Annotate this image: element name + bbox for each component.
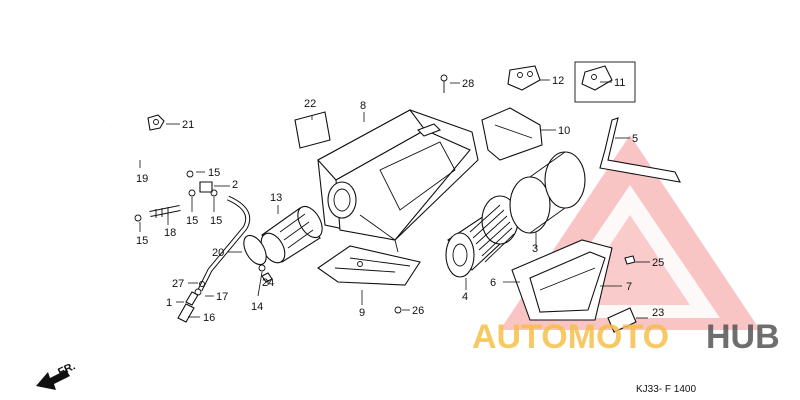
watermark-text-part2: HUB [706,318,780,356]
callout-17: 17 [216,291,228,303]
screw-28 [440,74,448,93]
watermark-text: AUTOMOTO HUB [472,318,780,356]
arrow-icon [36,370,70,390]
duct-10 [481,107,543,161]
clip-24 [261,272,273,283]
air-cleaner-case-8 [317,109,479,253]
callout-25: 25 [652,257,664,269]
case-base-9 [317,245,421,286]
callout-10: 10 [558,125,570,137]
callout-21: 21 [182,119,194,131]
drain-hose-20 [197,195,251,292]
callout-labels: 21 19 15 2 15 15 15 18 20 27 17 1 16 13 … [136,75,664,324]
filter-element-4 [445,195,519,278]
callout-15-b: 15 [186,215,198,227]
callout-3: 3 [532,243,538,255]
callout-26: 26 [412,305,424,317]
holder-12 [507,65,541,91]
callout-11: 11 [614,77,625,89]
callout-8: 8 [360,100,366,112]
callout-6: 6 [490,277,496,289]
callout-18: 18 [164,227,176,239]
callout-15-c: 15 [210,215,222,227]
callout-15-d: 15 [136,235,148,247]
front-direction-arrow: FR. [36,360,77,390]
clips-15 [134,170,218,222]
clip-21 [147,114,165,131]
callout-28: 28 [462,78,474,90]
callout-12: 12 [552,75,564,87]
callout-19: 19 [136,173,148,185]
leader-lines [139,79,650,319]
bracket-5 [599,117,681,183]
breather-hose-19 [103,116,186,174]
callout-2: 2 [232,179,238,191]
callout-13: 13 [270,192,282,204]
callout-7: 7 [626,281,632,293]
tube-18 [149,205,181,218]
sponge-3 [509,151,586,234]
cover-6 [511,239,613,321]
diagram-code: KJ33- F 1400 [636,384,696,395]
callout-14: 14 [251,301,263,313]
callout-24: 24 [262,277,274,289]
callout-5: 5 [632,133,638,145]
joint-2 [187,181,229,193]
drain-plug-16 [177,281,205,323]
watermark-text-part1: AUTOMOTO [472,318,669,356]
callout-22: 22 [304,98,316,110]
callout-9: 9 [359,307,365,319]
screw-25 [624,255,636,265]
screw-26 [394,306,402,314]
callout-16: 16 [203,312,215,324]
callout-1: 1 [166,297,172,309]
seal-23 [607,307,637,333]
direction-label: FR. [56,360,77,378]
callout-20: 20 [212,247,224,259]
callout-15-a: 15 [208,167,220,179]
callout-4: 4 [462,291,468,303]
connecting-tube-13 [260,205,323,264]
band-14 [243,234,267,272]
label-22 [294,111,331,149]
holder-11 [574,61,636,103]
callout-27: 27 [172,278,184,290]
callout-23: 23 [652,307,664,319]
